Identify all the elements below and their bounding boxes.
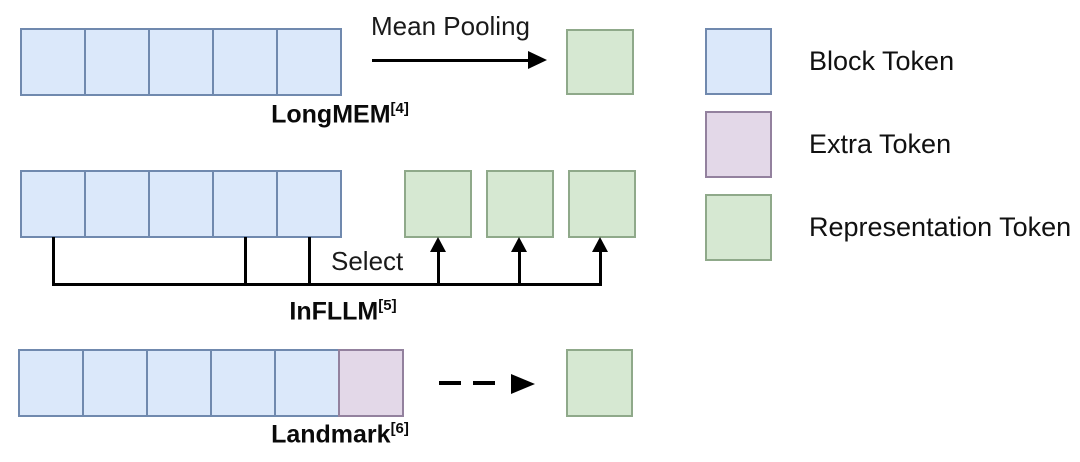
legend-item-representation-token: Representation Token: [705, 194, 1071, 261]
block-token: [20, 170, 86, 238]
extra-token-swatch: [705, 111, 772, 178]
select-drop-line: [244, 237, 247, 286]
longmem-block-row: [20, 28, 342, 96]
select-arrow-shaft: [599, 250, 602, 284]
landmark-block-row: [18, 349, 404, 417]
infllm-block-row: [20, 170, 342, 238]
block-token: [146, 349, 212, 417]
block-token: [276, 170, 342, 238]
block-token: [84, 28, 150, 96]
block-token: [148, 28, 214, 96]
block-token: [20, 28, 86, 96]
row-label-infllm: InFLLM[5]: [233, 297, 453, 326]
block-token: [82, 349, 148, 417]
representation-token: [566, 29, 634, 95]
select-arrow-head: [511, 237, 527, 252]
representation-token: [404, 170, 472, 238]
dashed-arrow-head: [511, 374, 535, 394]
mean-pooling-arrow-head: [528, 51, 547, 69]
select-bus-line: [52, 283, 602, 286]
block-token: [84, 170, 150, 238]
mean-pooling-label: Mean Pooling: [371, 11, 530, 41]
block-token: [274, 349, 340, 417]
row-label-infllm-ref: [5]: [378, 297, 397, 314]
row-label-landmark-ref: [6]: [390, 420, 409, 437]
select-label: Select: [331, 246, 404, 276]
block-token: [276, 28, 342, 96]
block-token: [212, 170, 278, 238]
block-token: [18, 349, 84, 417]
row-label-longmem: LongMEM[4]: [230, 100, 450, 129]
select-arrow-head: [430, 237, 446, 252]
select-arrow-shaft: [518, 250, 521, 284]
extra-token: [338, 349, 404, 417]
row-label-infllm-text: InFLLM: [289, 297, 379, 326]
legend-label-extra-token: Extra Token: [809, 129, 952, 159]
block-token: [212, 28, 278, 96]
mean-pooling-arrow-shaft: [372, 59, 530, 62]
legend-label-representation-token: Representation Token: [809, 212, 1072, 242]
select-drop-line: [308, 237, 311, 286]
representation-token: [566, 349, 633, 417]
dashed-arrow-segment: [473, 381, 495, 385]
block-token-swatch: [705, 28, 772, 95]
representation-token: [568, 170, 636, 238]
dashed-arrow-segment: [439, 381, 461, 385]
row-label-longmem-ref: [4]: [390, 100, 409, 117]
block-token: [148, 170, 214, 238]
representation-token-swatch: [705, 194, 772, 261]
legend-item-block-token: Block Token: [705, 28, 954, 95]
legend-label-block-token: Block Token: [809, 46, 955, 76]
select-arrow-head: [592, 237, 608, 252]
row-label-longmem-text: LongMEM: [271, 100, 391, 129]
block-token: [210, 349, 276, 417]
row-label-landmark-text: Landmark: [271, 420, 391, 449]
select-arrow-shaft: [437, 250, 440, 284]
row-label-landmark: Landmark[6]: [230, 420, 450, 449]
select-drop-line: [52, 237, 55, 286]
representation-token: [486, 170, 554, 238]
legend-item-extra-token: Extra Token: [705, 111, 951, 178]
